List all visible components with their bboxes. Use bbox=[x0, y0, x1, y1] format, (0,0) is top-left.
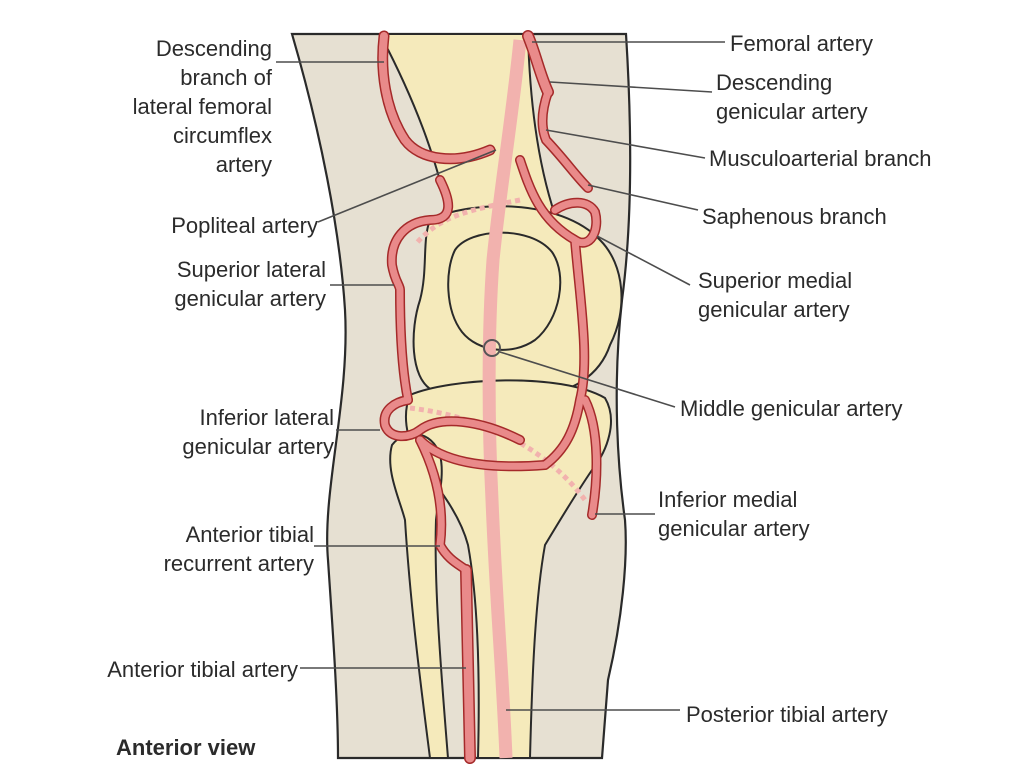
descending-genicular-vessel bbox=[539, 88, 592, 192]
label-line: genicular artery bbox=[174, 286, 326, 311]
descending-branch-lfc-vessel bbox=[378, 32, 494, 163]
femoral-artery bbox=[523, 31, 553, 97]
label-line: recurrent artery bbox=[163, 551, 314, 576]
label-line: Superior medial bbox=[698, 268, 853, 293]
inferior-lateral-genicular-vessel bbox=[381, 396, 524, 444]
label-line: genicular artery bbox=[716, 99, 868, 124]
label-descending-branch-lfc: Descending branch of lateral femoral cir… bbox=[133, 34, 272, 179]
label-line: branch of bbox=[180, 65, 272, 90]
label-line: Anterior tibial artery bbox=[107, 657, 298, 682]
anterior-tibial-vessel bbox=[461, 565, 475, 763]
label-line: Inferior lateral bbox=[199, 405, 334, 430]
label-line: Descending bbox=[155, 36, 272, 61]
label-posterior-tibial-artery: Posterior tibial artery bbox=[686, 700, 888, 729]
label-line: Superior lateral bbox=[176, 257, 326, 282]
label-saphenous-branch: Saphenous branch bbox=[702, 202, 887, 231]
middle-genicular-marker bbox=[483, 339, 501, 357]
label-line: Saphenous branch bbox=[702, 204, 887, 229]
artery-network bbox=[378, 31, 600, 763]
label-line: Popliteal artery bbox=[171, 213, 318, 238]
anterior-tibial-recurrent-vessel bbox=[416, 436, 470, 574]
patella bbox=[447, 231, 562, 351]
label-line: circumflex bbox=[172, 123, 272, 148]
label-popliteal-artery: Popliteal artery bbox=[171, 211, 318, 240]
label-line: genicular artery bbox=[698, 297, 850, 322]
label-descending-genicular: Descending genicular artery bbox=[716, 68, 868, 126]
label-anterior-tibial-artery: Anterior tibial artery bbox=[107, 655, 298, 684]
label-superior-medial-genicular: Superior medial genicular artery bbox=[698, 266, 852, 324]
posterior-genicular-anastomosis bbox=[409, 197, 587, 502]
label-line: Middle genicular artery bbox=[680, 396, 903, 421]
label-line: Femoral artery bbox=[730, 31, 874, 56]
leader-lines bbox=[276, 41, 725, 711]
label-line: genicular artery bbox=[182, 434, 334, 459]
label-musculoarterial-branch: Musculoarterial branch bbox=[709, 144, 932, 173]
label-superior-lateral-genicular: Superior lateral genicular artery bbox=[174, 255, 326, 313]
label-line: lateral femoral bbox=[132, 94, 272, 119]
label-inferior-lateral-genicular: Inferior lateral genicular artery bbox=[182, 403, 334, 461]
label-anterior-tibial-recurrent: Anterior tibial recurrent artery bbox=[164, 520, 314, 578]
label-line: Musculoarterial branch bbox=[709, 146, 932, 171]
label-line: Inferior medial bbox=[658, 487, 798, 512]
label-line: Anterior tibial bbox=[185, 522, 314, 547]
label-line: Descending bbox=[716, 70, 833, 95]
label-line: Posterior tibial artery bbox=[686, 702, 888, 727]
caption-anterior-view: Anterior view bbox=[116, 735, 256, 760]
superior-medial-genicular-vessel bbox=[516, 156, 600, 469]
inferior-medial-genicular-vessel bbox=[416, 396, 600, 519]
superior-lateral-genicular-vessel bbox=[388, 176, 452, 404]
label-middle-genicular: Middle genicular artery bbox=[680, 394, 903, 423]
label-inferior-medial-genicular: Inferior medial genicular artery bbox=[658, 485, 810, 543]
label-femoral-artery: Femoral artery bbox=[730, 29, 873, 58]
label-line: genicular artery bbox=[658, 516, 810, 541]
label-line: artery bbox=[215, 152, 272, 177]
popliteal-posterior-vessel bbox=[482, 39, 527, 759]
